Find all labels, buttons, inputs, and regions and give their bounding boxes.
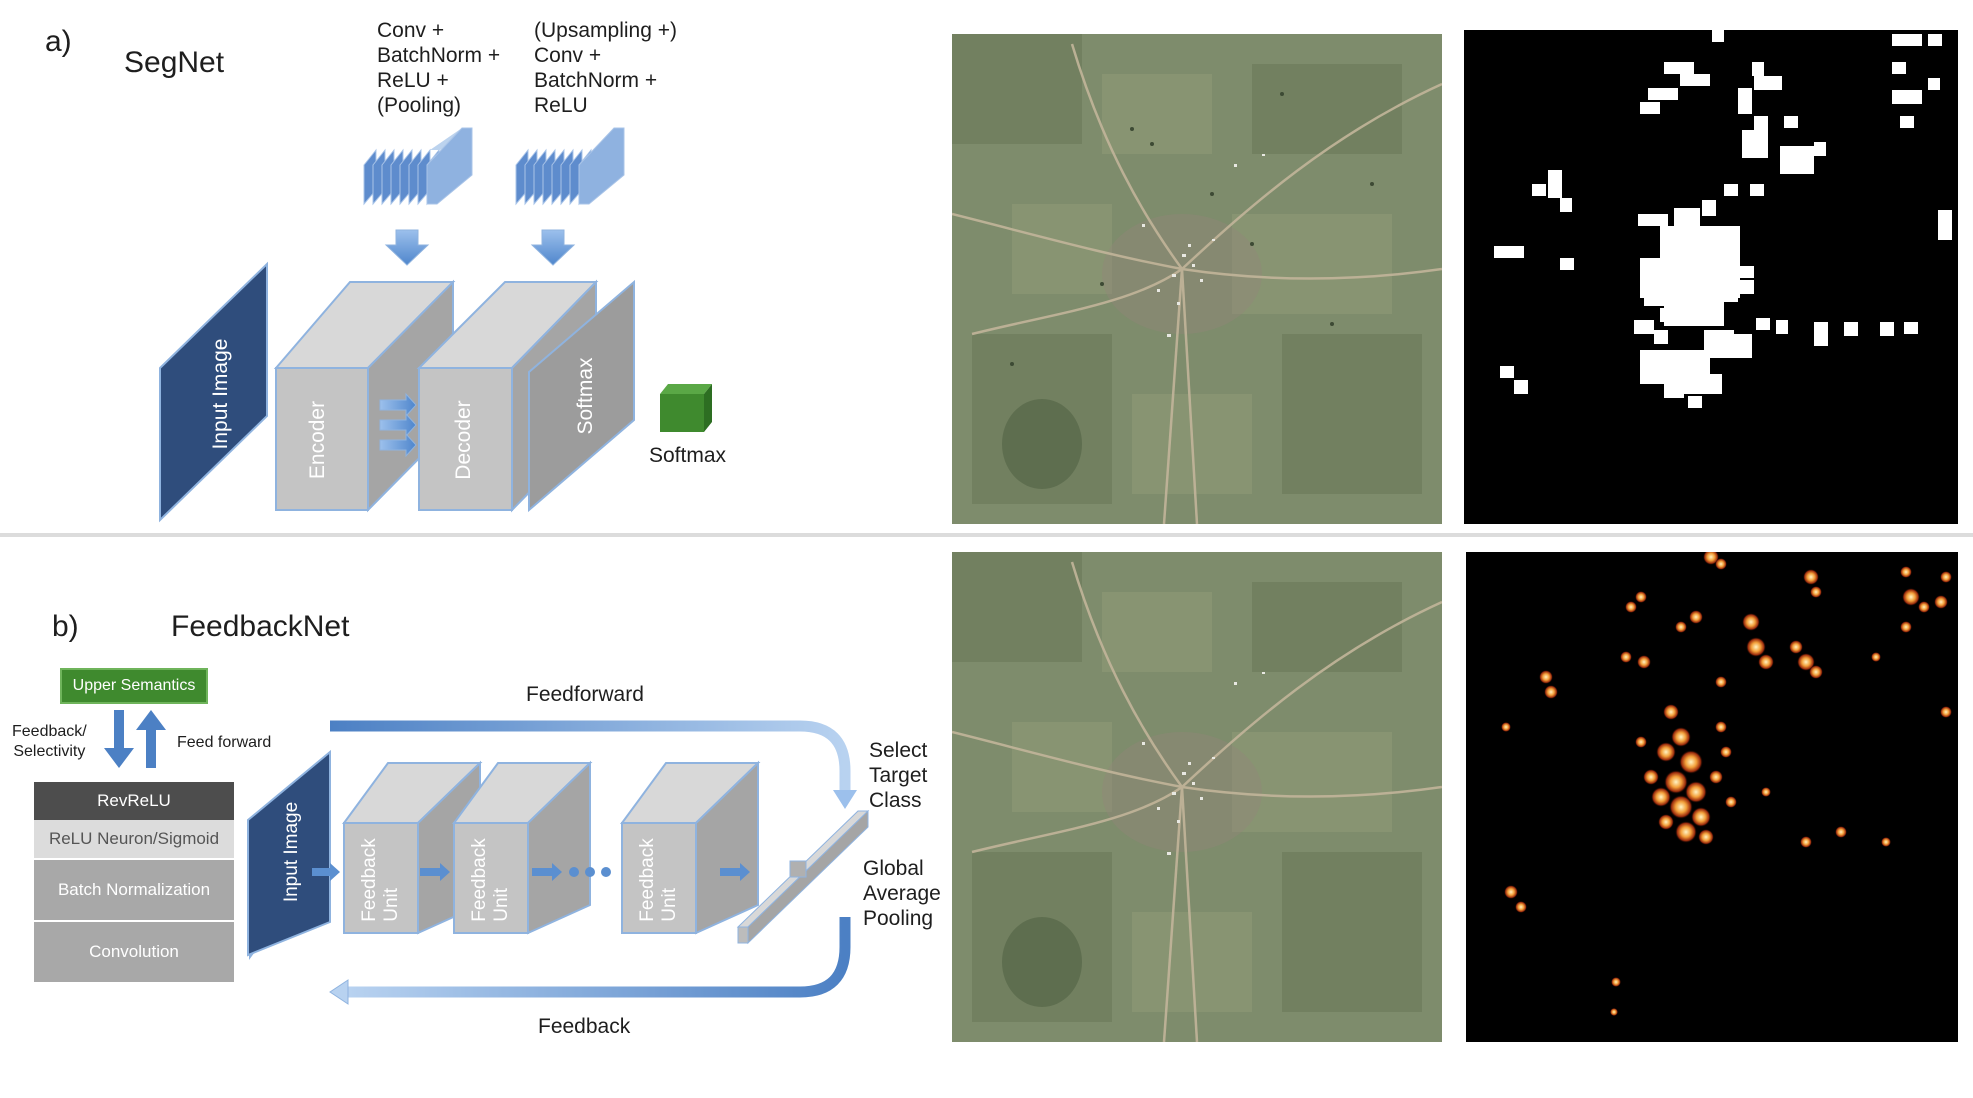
ellipsis-dots xyxy=(569,867,611,877)
softmax-output-label: Softmax xyxy=(649,444,727,467)
panel-a-tag: a) xyxy=(45,25,72,58)
encoder-feature-maps xyxy=(363,127,473,206)
satellite-image-a xyxy=(952,34,1442,524)
encoder-down-arrow xyxy=(384,229,430,266)
feedback-selectivity-label: Feedback/ Selectivity xyxy=(12,723,87,760)
revrelu-layer: RevReLU xyxy=(34,782,234,820)
decoder-feature-maps xyxy=(515,127,625,206)
feedback-heatmap-b xyxy=(1466,552,1958,1042)
softmax-output-cube xyxy=(660,384,712,432)
upper-semantics-box: Upper Semantics xyxy=(60,668,208,704)
up-down-arrows xyxy=(104,710,166,768)
encoder-label: Encoder xyxy=(306,400,329,480)
feedback-unit-n xyxy=(620,760,761,935)
panel-a-title: SegNet xyxy=(124,46,225,79)
convolution-layer: Convolution xyxy=(34,920,234,982)
feedback-arrow xyxy=(348,917,851,998)
relu-sigmoid-layer: ReLU Neuron/Sigmoid xyxy=(34,820,234,858)
feed-forward-label: Feed forward xyxy=(177,734,272,751)
feedforward-label: Feedforward xyxy=(526,683,644,706)
segnet-diagram xyxy=(159,127,712,523)
encoder-layers-label: Conv + BatchNorm + ReLU + (Pooling) xyxy=(377,19,501,117)
encoder-block xyxy=(273,279,456,513)
softmax-layer-slab xyxy=(528,279,635,513)
feedback-arrowhead xyxy=(329,979,349,1005)
feedback-label: Feedback xyxy=(538,1015,631,1038)
panel-b-tag: b) xyxy=(52,610,79,643)
feedforward-arrow xyxy=(330,720,851,792)
decoder-layers-label: (Upsampling +) Conv + BatchNorm + ReLU xyxy=(534,19,677,117)
decoder-label: Decoder xyxy=(452,400,475,480)
skip-arrows xyxy=(379,392,417,458)
feedforward-arrowhead xyxy=(833,790,857,809)
global-average-pooling-label: Global Average Pooling xyxy=(863,857,941,930)
select-target-class-label: Select Target Class xyxy=(869,739,928,812)
unit-layer-stack: RevReLU ReLU Neuron/Sigmoid Batch Normal… xyxy=(34,782,234,982)
softmax-layer-label: Softmax xyxy=(574,357,597,435)
decoder-down-arrow xyxy=(530,229,576,266)
panel-divider xyxy=(0,533,1973,537)
global-average-pooling-bar xyxy=(736,809,870,945)
feedback-unit-2 xyxy=(452,760,593,935)
satellite-image-b xyxy=(952,552,1442,1042)
panel-b-title: FeedbackNet xyxy=(171,610,350,643)
feedbacknet-diagram xyxy=(247,720,870,1005)
input-image-slab xyxy=(159,261,268,523)
segmentation-mask-a xyxy=(1464,30,1958,524)
batch-normalization-layer: Batch Normalization xyxy=(34,858,234,920)
feedbacknet-input-label: Input Image xyxy=(281,801,302,903)
segnet-input-label: Input Image xyxy=(209,338,232,450)
